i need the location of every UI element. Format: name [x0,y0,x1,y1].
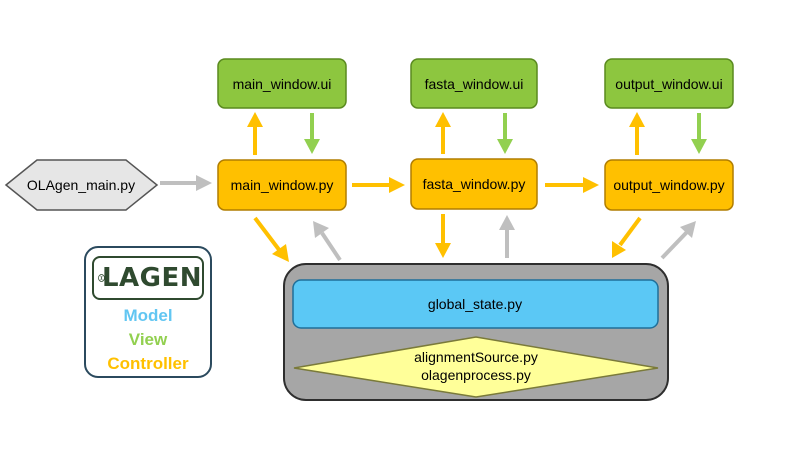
main-py-node [217,159,347,211]
fasta-ui-label: fasta_window.ui [425,76,524,92]
process-diamond [293,336,659,398]
process-label-line1: alignmentSource.py [414,349,538,365]
olagen-logo: LAGEN [92,256,204,300]
legend-view: View [128,330,168,349]
main-ui-node [217,58,347,109]
dna-emblem-icon [98,274,105,282]
arrow-output-py-to-ui [629,112,645,155]
arrow-model-to-main-py [313,221,342,262]
entry-node [4,159,159,211]
entry-label: OLAgen_main.py [27,177,135,193]
fasta-py-node [410,158,538,210]
process-label-line2: olagenprocess.py [421,367,531,383]
arrow-output-py-to-model [612,216,642,258]
arrow-main-py-to-ui [247,112,263,155]
legend-controller: Controller [107,354,189,373]
arrow-main-to-fasta [352,177,405,193]
arrow-model-to-output-py [660,221,696,260]
main-py-label: main_window.py [231,177,334,193]
main-ui-label: main_window.ui [233,76,332,92]
global-state-node [292,279,659,329]
output-py-node [604,159,734,211]
arrow-output-ui-to-py [691,113,707,154]
output-ui-node [604,58,734,109]
arrow-entry-to-main [160,175,212,191]
arrow-main-py-to-model [253,216,289,262]
arrow-fasta-ui-to-py [497,113,513,154]
global-state-label: global_state.py [428,296,522,312]
arrow-fasta-py-to-ui [435,112,451,154]
arrow-fasta-to-output [545,177,599,193]
output-py-label: output_window.py [613,177,724,193]
logo-text: LAGEN [101,263,202,293]
fasta-py-label: fasta_window.py [423,176,526,192]
legend-panel: LAGEN Model View Controller [84,246,212,378]
output-ui-label: output_window.ui [615,76,722,92]
fasta-ui-node [410,58,538,109]
legend-model: Model [123,306,173,325]
arrow-fasta-py-to-model [435,214,451,258]
arrow-model-to-fasta-py [499,215,515,258]
arrow-main-ui-to-py [304,113,320,154]
